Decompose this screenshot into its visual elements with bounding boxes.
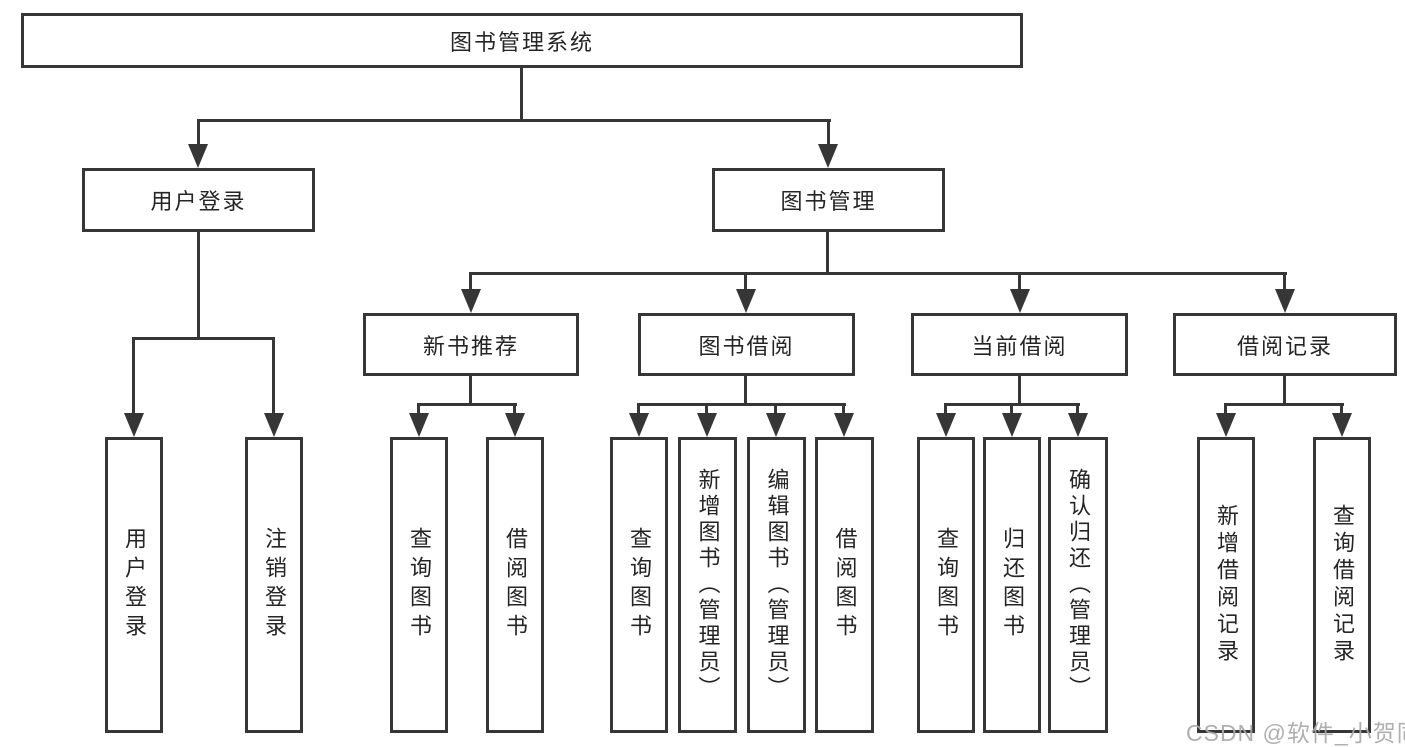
leaf-return-book: 归还图书 bbox=[983, 437, 1041, 733]
connector-arrowhead bbox=[629, 413, 649, 437]
connector-arrowhead bbox=[936, 413, 956, 437]
leaf-add-book-admin-label: 新增图书（管理员） bbox=[695, 468, 721, 702]
connector-arrowhead bbox=[1275, 289, 1295, 313]
connector-line bbox=[1224, 403, 1344, 406]
connector-arrowhead bbox=[697, 413, 717, 437]
node-book-borrow: 图书借阅 bbox=[638, 313, 855, 376]
leaf-add-borrow-record: 新增借阅记录 bbox=[1197, 437, 1255, 733]
connector-arrowhead bbox=[1002, 413, 1022, 437]
leaf-confirm-return-admin-label: 确认归还（管理员） bbox=[1066, 468, 1091, 702]
node-current-borrow: 当前借阅 bbox=[911, 313, 1128, 376]
connector-arrowhead bbox=[818, 144, 838, 168]
node-borrow-records-label: 借阅记录 bbox=[1236, 333, 1333, 359]
leaf-return-book-label: 归还图书 bbox=[1000, 527, 1025, 643]
leaf-confirm-return-admin: 确认归还（管理员） bbox=[1048, 437, 1108, 733]
connector-line bbox=[417, 403, 420, 415]
connector-line bbox=[1076, 403, 1079, 415]
connector-line bbox=[197, 119, 831, 122]
connector-line bbox=[842, 403, 845, 415]
node-book-management-label: 图书管理 bbox=[780, 189, 877, 214]
leaf-user-login-label: 用户登录 bbox=[122, 527, 147, 643]
node-new-book-recommend: 新书推荐 bbox=[363, 313, 579, 376]
connector-line bbox=[1018, 272, 1021, 291]
leaf-logout: 注销登录 bbox=[245, 437, 303, 733]
connector-line bbox=[197, 230, 200, 339]
connector-line bbox=[469, 272, 472, 291]
connector-arrowhead bbox=[188, 144, 208, 168]
node-new-book-recommend-label: 新书推荐 bbox=[422, 333, 519, 359]
connector-line bbox=[469, 374, 472, 406]
connector-arrowhead bbox=[1332, 413, 1352, 437]
leaf-query-book-recommend-label: 查询图书 bbox=[407, 527, 432, 643]
leaf-borrow-book-recommend-label: 借阅图书 bbox=[503, 527, 528, 643]
node-root-label: 图书管理系统 bbox=[449, 29, 594, 55]
connector-arrowhead bbox=[834, 413, 854, 437]
connector-line bbox=[744, 272, 747, 291]
csdn-watermark: CSDN @软件_小贺同学 bbox=[1186, 714, 1405, 747]
leaf-query-book-borrow: 查询图书 bbox=[610, 437, 668, 733]
connector-line bbox=[1340, 403, 1343, 415]
node-user-login-label: 用户登录 bbox=[150, 189, 247, 214]
connector-arrowhead bbox=[461, 289, 481, 313]
leaf-add-borrow-record-label: 新增借阅记录 bbox=[1214, 504, 1239, 666]
connector-line bbox=[132, 337, 275, 340]
connector-line bbox=[1018, 374, 1021, 406]
node-user-login: 用户登录 bbox=[82, 168, 315, 232]
leaf-borrow-book-recommend: 借阅图书 bbox=[486, 437, 544, 733]
connector-line bbox=[744, 374, 747, 406]
connector-line bbox=[197, 119, 200, 146]
connector-line bbox=[520, 66, 523, 119]
leaf-query-borrow-record: 查询借阅记录 bbox=[1313, 437, 1371, 733]
leaf-query-borrow-record-label: 查询借阅记录 bbox=[1330, 504, 1355, 666]
connector-arrowhead bbox=[264, 413, 284, 437]
connector-arrowhead bbox=[766, 413, 786, 437]
connector-arrowhead bbox=[124, 413, 144, 437]
leaf-query-book-recommend: 查询图书 bbox=[390, 437, 448, 733]
connector-line bbox=[1010, 403, 1013, 415]
leaf-edit-book-admin-label: 编辑图书（管理员） bbox=[764, 468, 790, 702]
connector-arrowhead bbox=[736, 289, 756, 313]
connector-line bbox=[1283, 374, 1286, 406]
node-book-management: 图书管理 bbox=[712, 168, 945, 232]
leaf-borrow-book: 借阅图书 bbox=[815, 437, 874, 733]
connector-line bbox=[272, 337, 275, 415]
leaf-query-book-current: 查询图书 bbox=[917, 437, 975, 733]
connector-line bbox=[637, 403, 846, 406]
leaf-edit-book-admin: 编辑图书（管理员） bbox=[747, 437, 806, 733]
connector-arrowhead bbox=[1010, 289, 1030, 313]
connector-arrowhead bbox=[1068, 413, 1088, 437]
connector-arrowhead bbox=[505, 413, 525, 437]
node-current-borrow-label: 当前借阅 bbox=[971, 333, 1068, 359]
connector-line bbox=[774, 403, 777, 415]
node-borrow-records: 借阅记录 bbox=[1173, 313, 1397, 376]
node-root: 图书管理系统 bbox=[21, 13, 1023, 68]
connector-line bbox=[705, 403, 708, 415]
connector-line bbox=[637, 403, 640, 415]
connector-arrowhead bbox=[1216, 413, 1236, 437]
connector-line bbox=[469, 272, 1287, 275]
connector-line bbox=[1224, 403, 1227, 415]
leaf-user-login: 用户登录 bbox=[105, 437, 163, 733]
csdn-watermark-text: CSDN @软件_小贺同 bbox=[1186, 720, 1405, 746]
connector-line bbox=[944, 403, 947, 415]
leaf-borrow-book-label: 借阅图书 bbox=[832, 527, 858, 643]
connector-line bbox=[513, 403, 516, 415]
leaf-add-book-admin: 新增图书（管理员） bbox=[678, 437, 737, 733]
connector-line bbox=[826, 230, 829, 275]
leaf-logout-label: 注销登录 bbox=[262, 527, 287, 643]
node-book-borrow-label: 图书借阅 bbox=[698, 333, 795, 359]
connector-line bbox=[827, 119, 830, 146]
connector-line bbox=[417, 403, 517, 406]
connector-line bbox=[132, 337, 135, 415]
connector-arrowhead bbox=[409, 413, 429, 437]
leaf-query-book-current-label: 查询图书 bbox=[934, 527, 959, 643]
connector-line bbox=[1283, 272, 1286, 291]
leaf-query-book-borrow-label: 查询图书 bbox=[627, 527, 652, 643]
